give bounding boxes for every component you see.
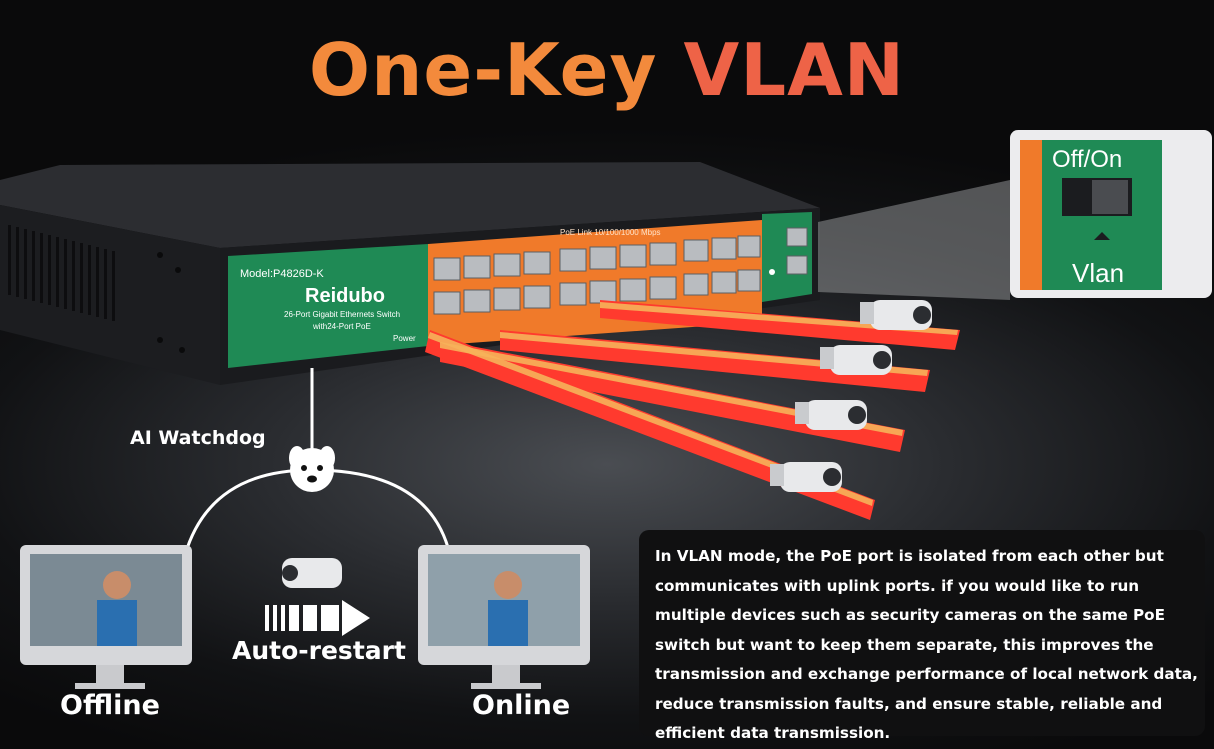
offline-monitor-icon [20, 545, 192, 689]
online-monitor-icon [418, 545, 590, 689]
switch-description-line2: with24-Port PoE [313, 322, 371, 331]
vlan-switch-led [769, 269, 775, 275]
online-label: Online [472, 690, 571, 721]
headline-word-vlan: VLAN [683, 28, 906, 112]
dog-icon [289, 446, 335, 492]
zoom-switch-label: Off/On [1052, 146, 1123, 173]
zoom-vlan-label: Vlan [1072, 258, 1125, 288]
switch-top [0, 162, 820, 248]
rj45-ports [433, 227, 808, 315]
headline-word-one-key: One-Key [308, 28, 658, 112]
switch-label-panel [228, 244, 428, 368]
switch-illustration [0, 130, 1212, 689]
camera-icons [770, 300, 932, 492]
ai-watchdog-label: AI Watchdog [130, 427, 266, 449]
zoom-beam [818, 180, 1010, 300]
progress-arrow-icon [265, 600, 370, 636]
switch-power-label: Power [393, 334, 416, 343]
switch-model-label: Model:P4826D-K [240, 268, 324, 280]
auto-restart-label: Auto-restart [232, 636, 406, 665]
restart-camera-icon [282, 558, 342, 588]
port-strip-label: PoE Link 10/100/1000 Mbps [560, 228, 661, 237]
mount-holes [157, 252, 185, 353]
vent-slots-icon [8, 225, 115, 321]
arrow-up-icon [1094, 232, 1110, 240]
headline: One-Key VLAN [0, 28, 1214, 112]
info-panel [639, 530, 1205, 736]
info-description: In VLAN mode, the PoE port is isolated f… [655, 547, 1198, 742]
offline-label: Offline [60, 690, 160, 721]
data-stripes [425, 300, 960, 520]
switch-description-line1: 26-Port Gigabit Ethernets Switch [284, 310, 401, 319]
switch-brand-logo: Reidubo [305, 285, 385, 307]
switch-side [0, 205, 220, 385]
